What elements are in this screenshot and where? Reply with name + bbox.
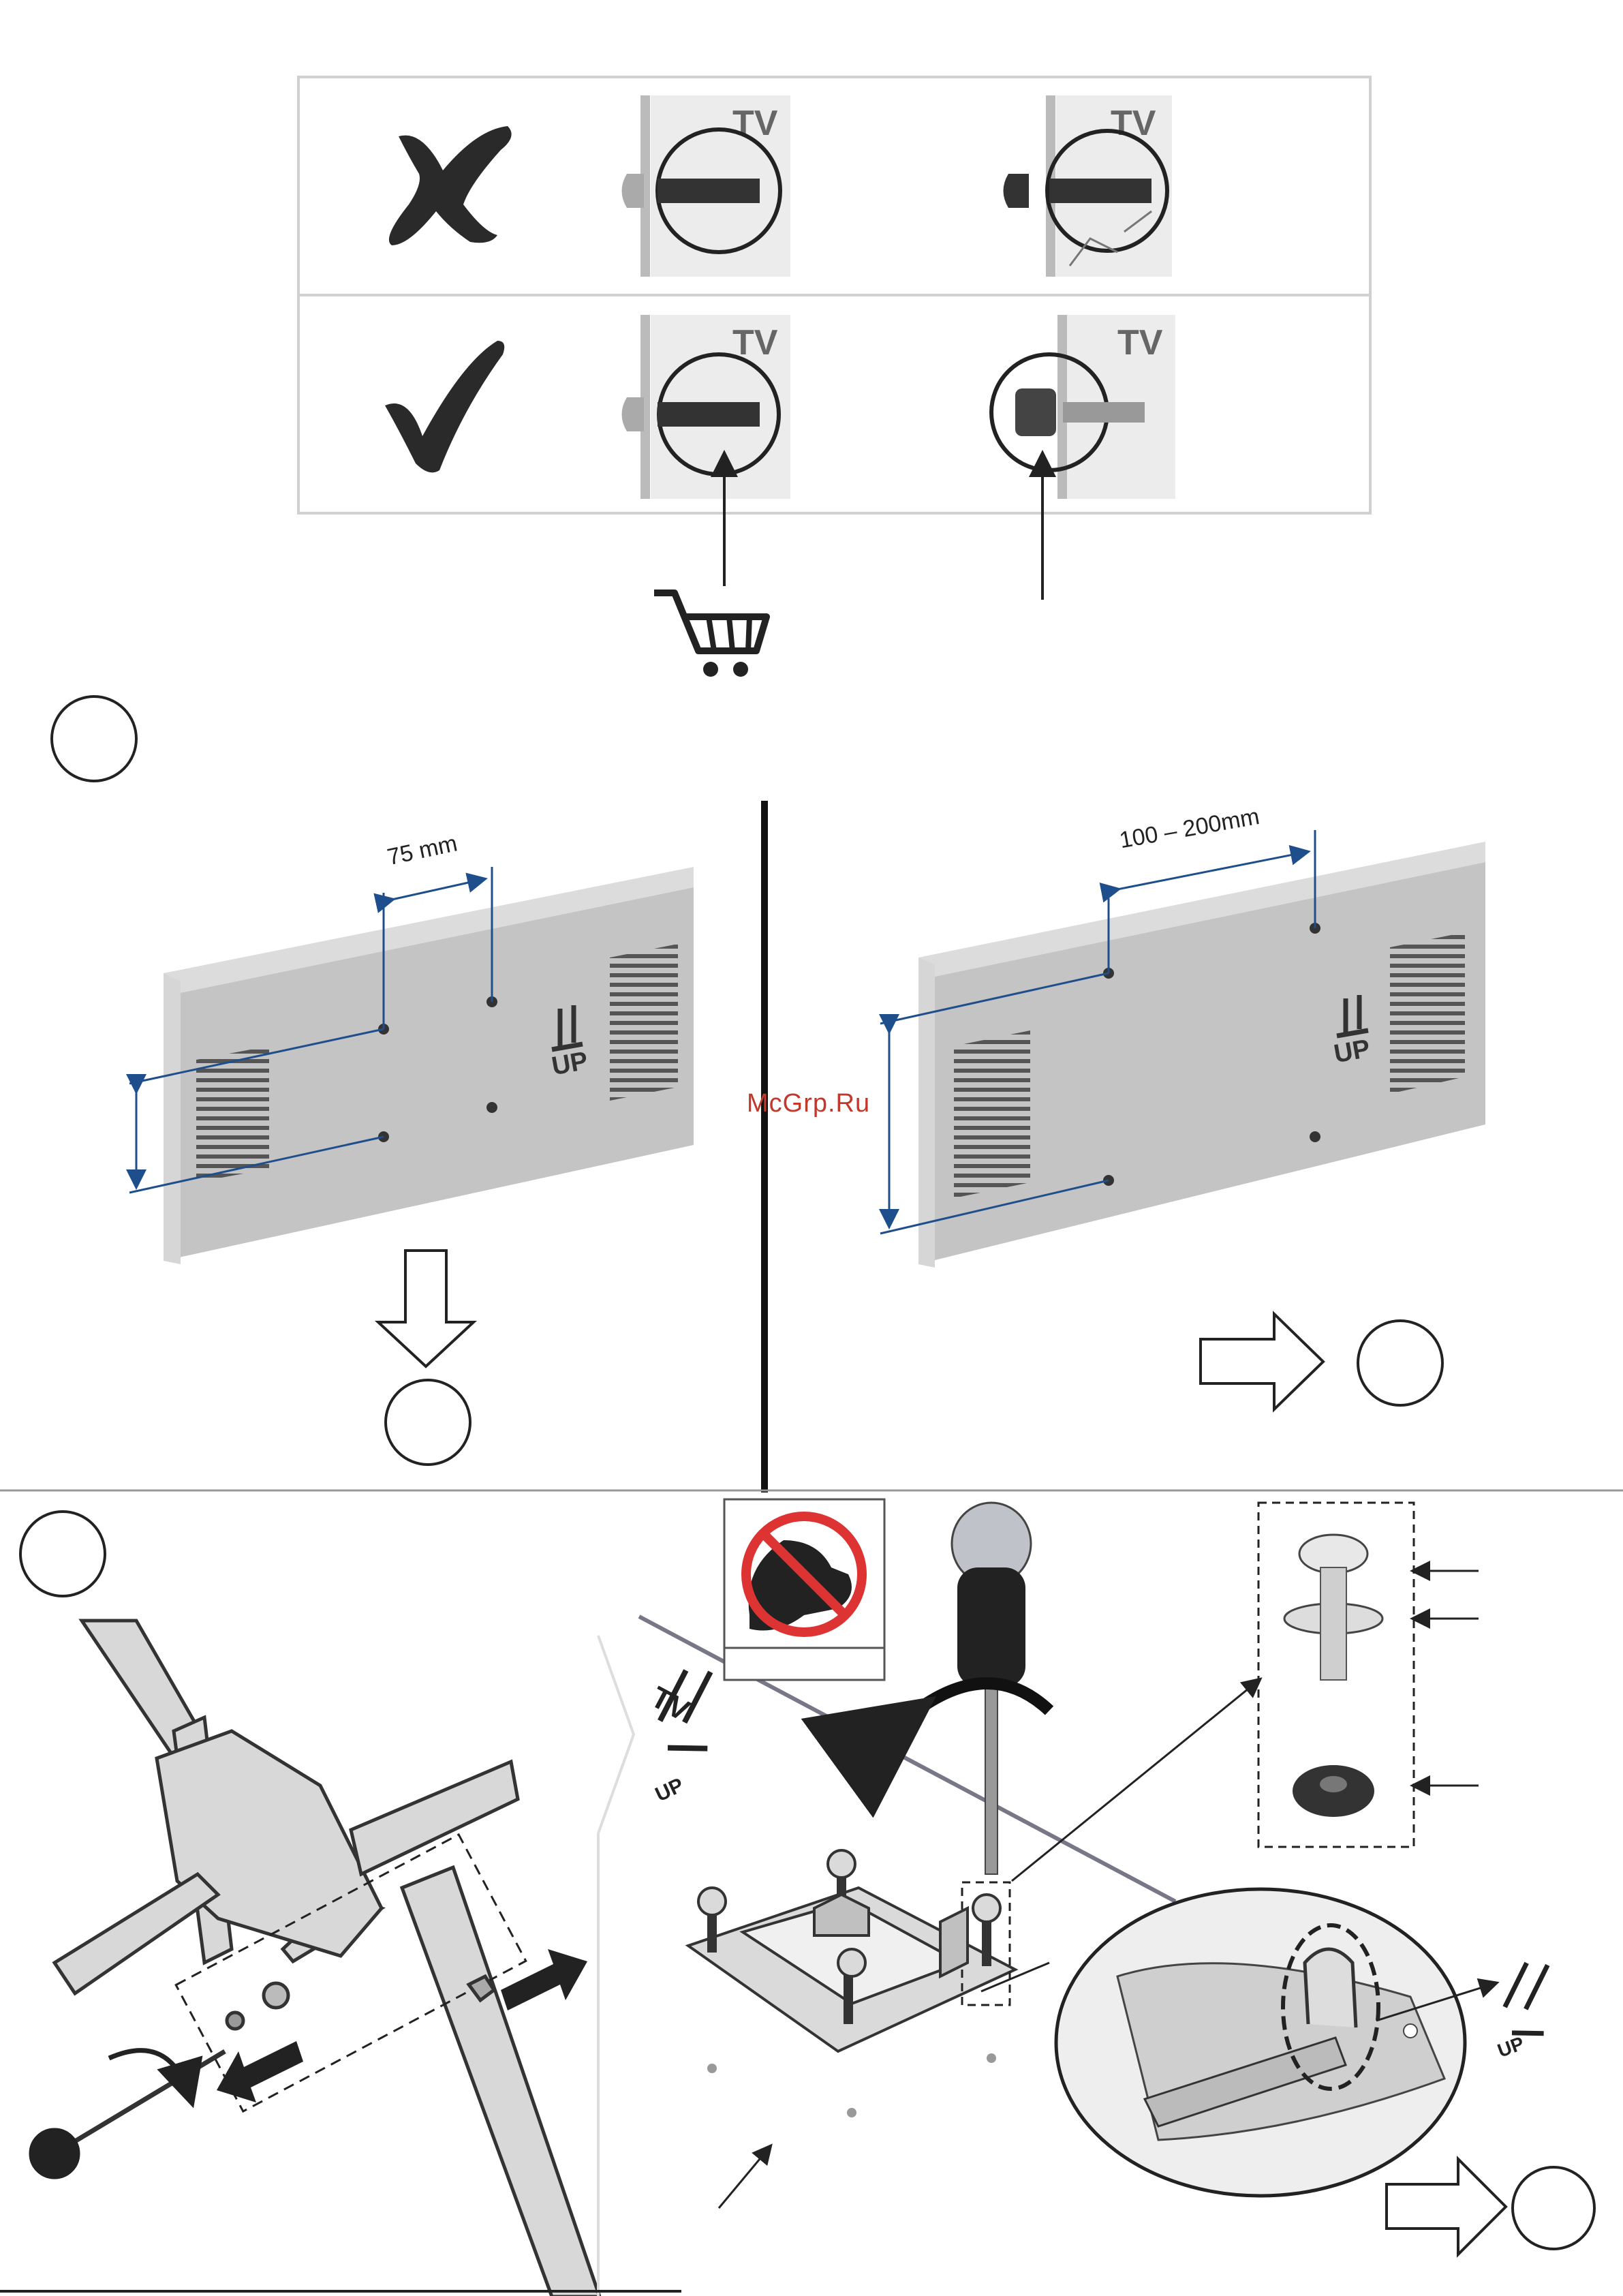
up-arrow-icon bbox=[1485, 1955, 1576, 2047]
mounting-plate-figure bbox=[688, 1850, 1015, 2051]
watermark: McGrp.Ru bbox=[747, 1089, 870, 1118]
down-arrow-icon bbox=[378, 1251, 474, 1366]
cross-icon bbox=[389, 126, 512, 245]
right-spacer-figure: TV bbox=[991, 315, 1175, 600]
shopping-cart-icon bbox=[654, 593, 767, 677]
tv-label: TV bbox=[732, 104, 778, 143]
right-arrow-icon bbox=[1387, 2159, 1506, 2254]
wrong-long-screw-figure: TV bbox=[1004, 95, 1173, 277]
vesa-large-figure bbox=[880, 830, 1485, 1409]
screwdriver-icon bbox=[916, 1503, 1049, 1874]
vesa-large-up-label: UP bbox=[1332, 1035, 1372, 1070]
divider bbox=[598, 1636, 634, 1833]
detail-magnifier bbox=[1056, 1889, 1465, 2196]
no-force-icon bbox=[724, 1499, 884, 1680]
step-circle bbox=[1358, 1321, 1442, 1405]
screw-length-panel: TV TV TV TV bbox=[298, 77, 1370, 677]
rotate-arrow-icon bbox=[109, 2051, 191, 2099]
check-icon bbox=[385, 341, 504, 472]
right-screw-figure: TV bbox=[622, 315, 791, 586]
step-circle bbox=[386, 1380, 470, 1465]
wrong-short-screw-figure: TV bbox=[622, 95, 791, 277]
tv-label: TV bbox=[1117, 323, 1163, 363]
step-circle bbox=[1513, 2167, 1594, 2249]
step-circle bbox=[52, 697, 136, 781]
bracket-assembly-figure bbox=[31, 1621, 600, 2296]
right-arrow-icon bbox=[1201, 1314, 1323, 1409]
step-circle bbox=[20, 1512, 105, 1596]
hardware-box bbox=[1258, 1503, 1479, 1847]
vesa-small-up-label: UP bbox=[550, 1047, 590, 1082]
vesa-small-figure bbox=[129, 867, 694, 1465]
